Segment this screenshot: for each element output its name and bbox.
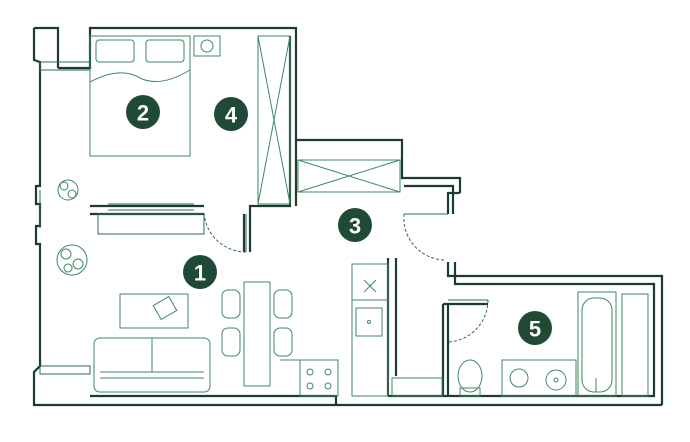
room-badge-1: 1 [183, 255, 217, 289]
doors [97, 203, 489, 343]
plant-icon [56, 244, 88, 276]
windows [39, 61, 91, 375]
dining-table [221, 281, 293, 387]
wardrobe [257, 35, 291, 205]
bathroom-fixtures [391, 291, 649, 397]
coffee-table [119, 293, 189, 329]
plant-icon [57, 179, 79, 201]
room-number-3: 3 [349, 214, 361, 239]
kitchen-counter [280, 263, 389, 397]
room-number-4: 4 [225, 103, 238, 128]
room-number-1: 1 [194, 261, 206, 286]
room-badge-5: 5 [518, 311, 552, 345]
room-badge-3: 3 [338, 208, 372, 242]
room-number-2: 2 [137, 101, 149, 126]
bed [89, 35, 221, 157]
room-number-5: 5 [529, 317, 541, 342]
room-badge-4: 4 [214, 97, 248, 131]
hall-wardrobe [297, 159, 401, 193]
sofa [93, 337, 211, 393]
room-badge-2: 2 [126, 95, 160, 129]
